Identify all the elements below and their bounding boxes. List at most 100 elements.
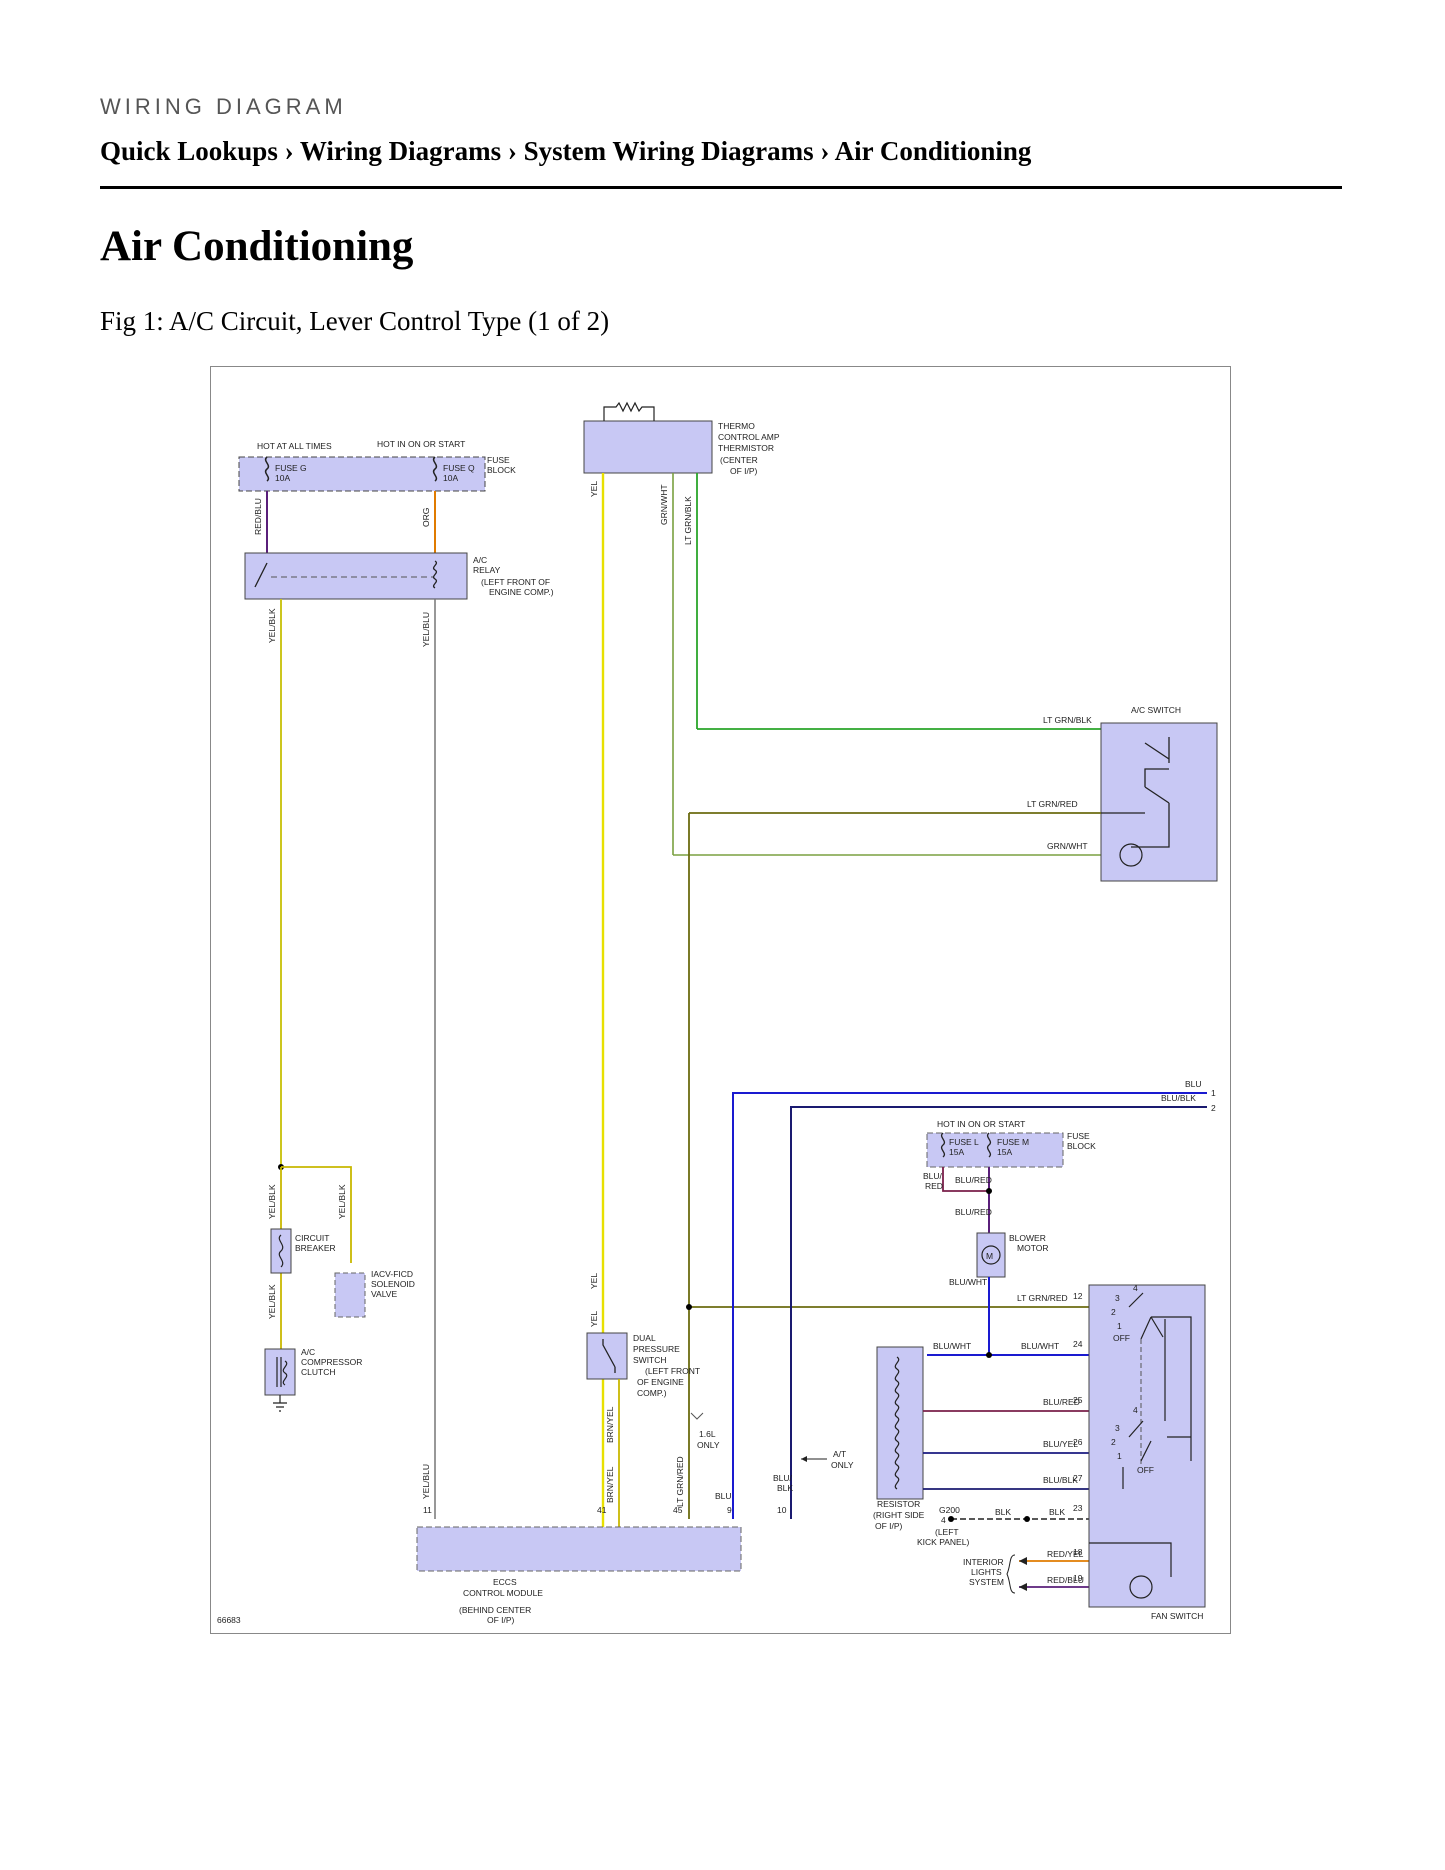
thermo-label-4: (CENTER [720,455,758,465]
arrow-red-blu [1019,1583,1027,1591]
eccs-location-2: OF I/P) [487,1615,515,1625]
fuse-block-label-1: FUSE [487,455,510,465]
ac-switch-indicator [1119,843,1143,867]
hot-at-all-times-label: HOT AT ALL TIMES [257,441,332,451]
compressor-label-2: COMPRESSOR [301,1357,362,1367]
dual-pressure-label-6: COMP.) [637,1388,667,1398]
fuse-block-label-2: BLOCK [487,465,516,475]
fan-off-b: OFF [1137,1465,1154,1475]
splice-blu-wht [986,1352,992,1358]
wire-label-yel-blk-3: YEL/BLK [337,1184,347,1219]
compressor-ground-symbol [273,1395,287,1412]
fuse-l-amps: 15A [949,1147,964,1157]
wire-label-lt-grn-red-3: LT GRN/RED [1017,1293,1068,1303]
wire-label-blk-1: BLK [995,1507,1011,1517]
pin-2: 2 [1211,1103,1216,1113]
page-title: Air Conditioning [100,223,414,270]
wire-label-blu-2: BLU [715,1491,732,1501]
fuse-m-label: FUSE M [997,1137,1029,1147]
wire-label-lt-grn-blk-2: LT GRN/BLK [1043,715,1092,725]
resistor-label-3: OF I/P) [875,1521,903,1531]
interior-lights-label-3: SYSTEM [969,1577,1004,1587]
interior-lights-bracket [1006,1554,1016,1594]
wire-label-grn-wht-2: GRN/WHT [1047,841,1088,851]
splice-lt-grn-red [686,1304,692,1310]
wiring-diagram-svg: HOT AT ALL TIMES HOT IN ON OR START FUSE… [217,401,1218,1625]
fan-switch-lamp [1129,1575,1153,1599]
iacv-label-3: VALVE [371,1289,397,1299]
section-kicker: WIRING DIAGRAM [100,94,347,119]
resistor-box [876,1346,924,1500]
fan-pos-2b: 2 [1111,1437,1116,1447]
note-at-1: A/T [833,1449,846,1459]
fan-switch-box [1088,1284,1206,1608]
wire-label-lt-grn-red-2: LT GRN/RED [675,1456,685,1507]
dual-pressure-switch-box [586,1332,628,1380]
fan-pos-1b: 1 [1117,1451,1122,1461]
fan-pos-3b: 3 [1115,1423,1120,1433]
eccs-label-1: ECCS [493,1577,517,1587]
pin-25: 25 [1073,1395,1083,1405]
fuse-q-label: FUSE Q [443,463,475,473]
fan-switch-lamp-wire [1089,1542,1172,1577]
fuse-block-lower-label-1: FUSE [1067,1131,1090,1141]
fuse-q-symbol [432,456,438,482]
wire-blu-blk [790,1106,1207,1519]
breadcrumb[interactable]: Quick Lookups › Wiring Diagrams › System… [100,136,1032,166]
note-16l-2: ONLY [697,1440,720,1450]
dual-pressure-label-3: SWITCH [633,1355,667,1365]
dual-pressure-label-1: DUAL [633,1333,656,1343]
wire-label-lt-grn-red-1: LT GRN/RED [1027,799,1078,809]
wire-label-red-blu-2: RED/BLU [1047,1575,1084,1585]
wire-label-blu-wht-2: BLU/WHT [933,1341,971,1351]
note-16l-1: 1.6L [699,1429,716,1439]
wire-label-blu-red-1: BLU/RED [955,1175,992,1185]
fan-switch-contacts-b [1122,1420,1191,1489]
pin-19: 19 [1073,1573,1083,1583]
thermistor-symbol [603,401,655,421]
thermo-amp-box [583,420,713,474]
pin-18: 18 [1073,1547,1083,1557]
wire-label-blk-2: BLK [1049,1507,1065,1517]
wire-blu-red-fuse-l [942,1167,989,1192]
wire-label-blu-wht-1: BLU/WHT [949,1277,987,1287]
wire-label-red-yel: RED/YEL [1047,1549,1084,1559]
ground-point [948,1516,954,1522]
ac-switch-contacts [1131,737,1170,848]
wire-label-blu-yel: BLU/YEL [1043,1439,1078,1449]
wire-label-red-blu: RED/BLU [253,498,263,535]
eccs-label-2: CONTROL MODULE [463,1588,543,1598]
thermo-label-3: THERMISTOR [718,443,774,453]
wire-label-yel-3: YEL [589,1311,599,1327]
ground-label: G200 [939,1505,960,1515]
wire-label-grn-wht-1: GRN/WHT [659,484,669,525]
resistor-label-2: (RIGHT SIDE [873,1510,925,1520]
wire-label-blu-red-3: BLU/RED [1043,1397,1080,1407]
fuse-m-symbol [986,1132,992,1158]
pin-9: 9 [727,1505,732,1515]
relay-coil [432,560,438,589]
arrow-red-yel [1019,1557,1027,1565]
wire-label-brn-yel-2: BRN/YEL [605,1466,615,1503]
fan-pos-4b: 4 [1133,1405,1138,1415]
compressor-clutch-symbol [276,1357,288,1387]
wire-label-yel-blk-2: YEL/BLK [267,1184,277,1219]
circuit-breaker-symbol [278,1234,284,1268]
ac-relay-box [244,552,468,600]
interior-lights-label-1: INTERIOR [963,1557,1004,1567]
dual-pressure-label-4: (LEFT FRONT [645,1366,700,1376]
wire-label-yel-1: YEL [589,481,599,497]
dual-pressure-label-2: PRESSURE [633,1344,680,1354]
fan-pos-1a: 1 [1117,1321,1122,1331]
thermo-label-5: OF I/P) [730,466,758,476]
fuse-g-label: FUSE G [275,463,307,473]
hot-in-on-start-label: HOT IN ON OR START [377,439,465,449]
option-arrow-head [801,1456,807,1462]
fuse-l-symbol [940,1132,946,1158]
fan-pos-2a: 2 [1111,1307,1116,1317]
hot-in-on-start-label-2: HOT IN ON OR START [937,1119,1025,1129]
thermo-label-1: THERMO [718,421,755,431]
fan-off-a: OFF [1113,1333,1130,1343]
eccs-module-box [416,1526,742,1572]
header-divider [100,186,1342,189]
